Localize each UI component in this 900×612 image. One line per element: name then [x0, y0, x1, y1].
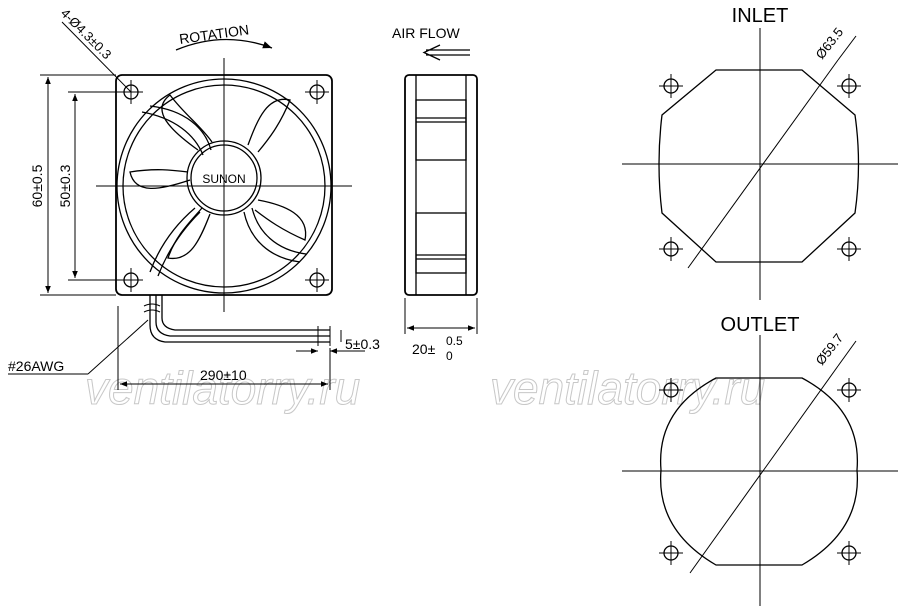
- air-flow-label: AIR FLOW: [392, 25, 460, 41]
- mounting-hole: [659, 378, 683, 402]
- rotation-label: ROTATION: [178, 21, 250, 47]
- mounting-hole: [659, 237, 683, 261]
- mounting-hole: [837, 74, 861, 98]
- dim-inner-label: 50±0.3: [57, 164, 73, 207]
- mounting-hole: [837, 541, 861, 565]
- dim-inner: 50±0.3: [57, 91, 124, 281]
- mounting-hole: [837, 378, 861, 402]
- mounting-hole: [305, 80, 329, 104]
- fan-front-view: SUNON: [96, 58, 352, 312]
- dim-outer-label: 60±0.5: [29, 164, 45, 207]
- outlet-title: OUTLET: [721, 314, 800, 336]
- air-flow-arrow-icon: [422, 44, 470, 61]
- lead-wires: [143, 295, 342, 346]
- mounting-hole: [837, 237, 861, 261]
- rotation-arrow-icon: [175, 38, 273, 51]
- outlet-view: [622, 335, 898, 606]
- mounting-hole: [659, 541, 683, 565]
- thickness-upper-tolerance: 0.5: [446, 334, 463, 348]
- watermark: ventilatorry.ru: [85, 362, 360, 414]
- strip-length-label: 5±0.3: [345, 336, 380, 352]
- watermark: ventilatorry.ru: [490, 362, 765, 414]
- thickness-label: 20±: [412, 341, 436, 357]
- inlet-view: [622, 28, 898, 300]
- hole-spec-label: 4-Ø4.3±0.3: [58, 6, 115, 63]
- fan-side-view: [404, 74, 478, 296]
- wire-gauge-label: #26AWG: [8, 358, 64, 374]
- dim-outer: 60±0.5: [29, 74, 116, 296]
- thickness-lower-tolerance: 0: [446, 349, 453, 363]
- mounting-hole: [305, 268, 329, 292]
- mounting-hole: [659, 74, 683, 98]
- inlet-title: INLET: [732, 5, 789, 27]
- lead-length-label: 290±10: [200, 367, 247, 383]
- brand-label: SUNON: [202, 172, 245, 186]
